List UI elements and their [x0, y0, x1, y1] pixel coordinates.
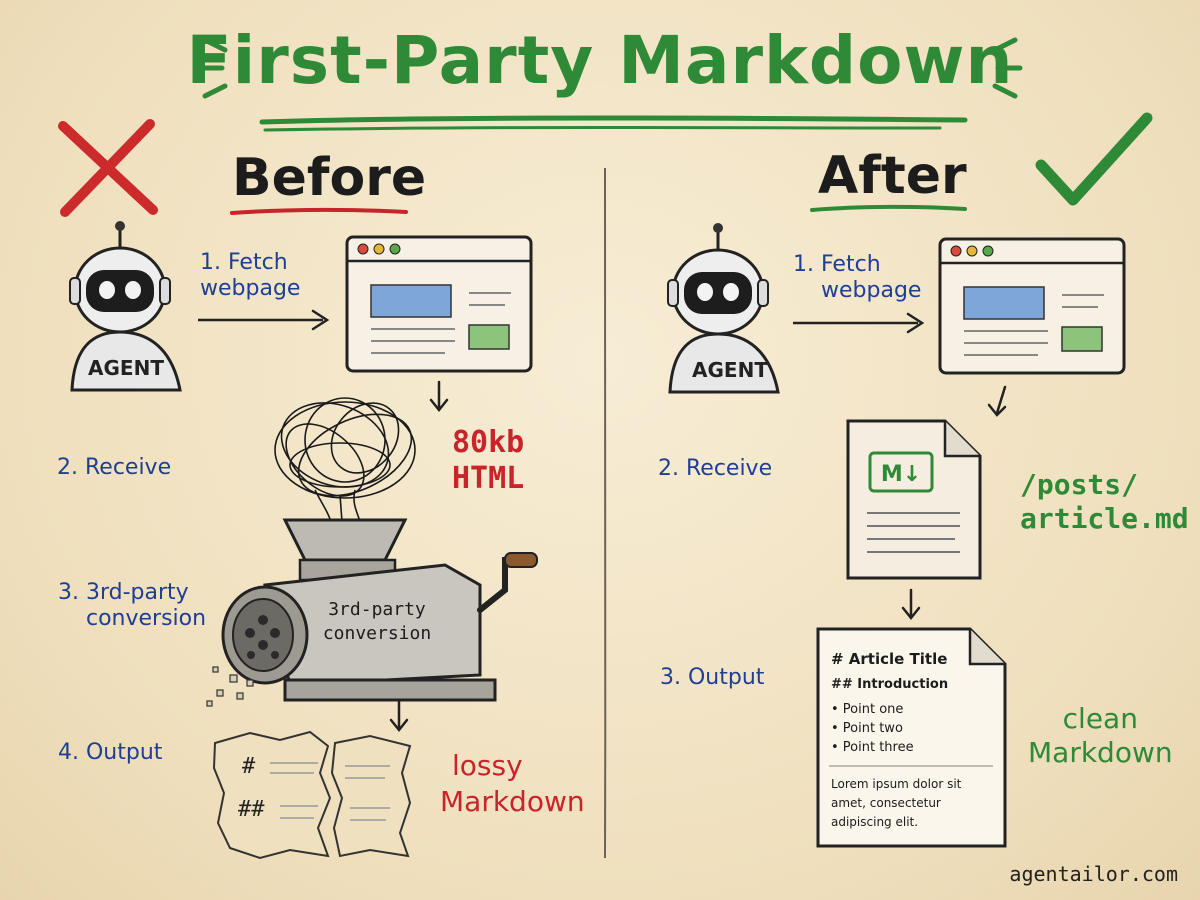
doc-bullet: • Point two	[831, 721, 903, 736]
after-underline	[810, 204, 967, 212]
tangled-html-scribble	[274, 397, 416, 536]
panel-divider	[603, 167, 607, 859]
markdown-file-icon: M↓	[846, 419, 982, 580]
check-icon	[1035, 112, 1153, 206]
doc-title: # Article Title	[831, 650, 948, 668]
footer-site: agentailor.com	[1009, 862, 1178, 886]
step-receive-after: 2. Receive	[658, 456, 773, 481]
md-badge: M↓	[881, 462, 921, 487]
doc-body-line: amet, consectetur	[831, 796, 941, 810]
agent-robot-after: AGENT	[667, 223, 780, 394]
torn-hash-1: #	[242, 754, 256, 779]
cross-icon	[58, 119, 158, 217]
agent-label: AGENT	[88, 356, 164, 380]
arrow-down-1-before	[429, 380, 449, 413]
agent-robot-before: AGENT	[69, 221, 182, 392]
arrow-fetch-after	[793, 312, 925, 334]
doc-subtitle: ## Introduction	[831, 677, 949, 692]
after-heading: After	[818, 146, 967, 206]
torn-paper-output: # ##	[212, 730, 412, 860]
browser-window-before	[345, 235, 533, 373]
machine-label-line1: 3rd-party	[328, 599, 426, 620]
machine-label-line2: conversion	[323, 623, 431, 644]
doc-bullet: • Point one	[831, 702, 904, 717]
browser-window-after	[938, 237, 1126, 375]
arrow-fetch-before	[198, 309, 330, 331]
doc-body-line: Lorem ipsum dolor sit	[831, 777, 962, 791]
arrow-down-2-before	[389, 700, 409, 733]
document-content: # Article Title ## Introduction • Point …	[831, 648, 1001, 832]
step-output-before: 4. Output	[58, 740, 163, 765]
title-decoration	[197, 37, 1023, 132]
page-title: First-Party Markdown	[186, 22, 1014, 99]
torn-hash-2: ##	[238, 797, 265, 822]
clean-markdown-document	[816, 627, 1007, 848]
file-path-note: /posts/article.md	[1020, 468, 1189, 535]
before-heading: Before	[232, 148, 427, 208]
doc-bullet: • Point three	[831, 740, 914, 755]
step-receive-before: 2. Receive	[57, 455, 172, 480]
agent-label: AGENT	[692, 358, 768, 382]
doc-body-line: adipiscing elit.	[831, 815, 919, 829]
arrow-down-1-after	[987, 385, 1007, 417]
step-output-after: 3. Output	[660, 665, 765, 690]
before-underline	[230, 207, 408, 215]
arrow-down-2-after	[901, 588, 921, 621]
meat-grinder-machine: 3rd-party conversion	[206, 518, 538, 707]
